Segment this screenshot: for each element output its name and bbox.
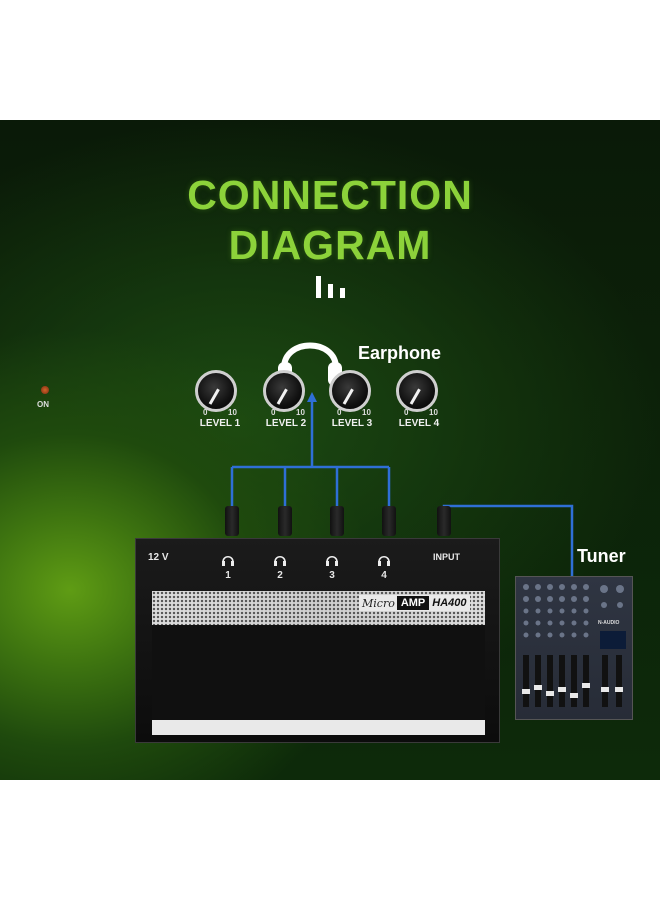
scale-min-2: 0 — [271, 408, 276, 417]
level-label-4: LEVEL 4 — [398, 418, 440, 429]
mixer-brand-label: N-AUDIO — [598, 620, 620, 626]
diagram-title-line-1: CONNECTION — [187, 172, 473, 218]
brand-logo: Micro AMP HA400 — [359, 595, 470, 611]
scale-min-1: 0 — [203, 408, 208, 417]
level-knob-2[interactable] — [263, 370, 305, 412]
mixer-device: N-AUDIO — [515, 576, 633, 720]
scale-max-1: 10 — [228, 408, 237, 417]
jack-number-4: 4 — [381, 570, 387, 581]
power-label: 12 V — [148, 552, 169, 563]
scale-max-4: 10 — [429, 408, 438, 417]
scale-min-3: 0 — [337, 408, 342, 417]
jack-plug-2 — [278, 506, 292, 536]
headphone-jack-icon — [274, 555, 286, 566]
tuner-label: Tuner — [577, 546, 626, 566]
headphone-jack-icon — [378, 555, 390, 566]
scale-max-3: 10 — [362, 408, 371, 417]
level-knob-3[interactable] — [329, 370, 371, 412]
front-panel: Micro AMP HA400 — [152, 591, 485, 735]
jack-plug-input — [437, 506, 451, 536]
jack-number-1: 1 — [225, 570, 231, 581]
on-label: ON — [37, 400, 49, 409]
diagram-canvas: CONNECTION DIAGRAM Earphone Tuner 1 — [0, 120, 660, 780]
level-bars-icon — [316, 276, 345, 298]
headphone-jack-icon — [326, 555, 338, 566]
mixer-controls — [522, 584, 626, 707]
jack-plug-4 — [382, 506, 396, 536]
earphone-label: Earphone — [358, 343, 442, 363]
model-label: HA400 — [432, 597, 467, 609]
jack-number-3: 3 — [329, 570, 335, 581]
logo-micro-text: Micro — [362, 596, 395, 610]
jack-plug-1 — [225, 506, 239, 536]
level-label-1: LEVEL 1 — [199, 418, 241, 429]
headphone-jack-icon — [222, 555, 234, 566]
scale-max-2: 10 — [296, 408, 305, 417]
diagram-title-line-2: DIAGRAM — [228, 222, 432, 268]
level-knob-4[interactable] — [396, 370, 438, 412]
input-label: INPUT — [433, 552, 460, 562]
earphone-arrow-head — [307, 392, 317, 402]
logo-amp-text: AMP — [396, 596, 430, 610]
scale-min-4: 0 — [404, 408, 409, 417]
level-label-3: LEVEL 3 — [331, 418, 373, 429]
level-knob-1[interactable] — [195, 370, 237, 412]
jack-plug-3 — [330, 506, 344, 536]
knob-area — [152, 625, 485, 720]
jack-number-2: 2 — [277, 570, 283, 581]
level-label-2: LEVEL 2 — [265, 418, 307, 429]
headphone-amplifier: 12 V INPUT 1 2 3 4 Micro AMP HA400 — [135, 538, 500, 743]
power-led — [41, 386, 49, 394]
